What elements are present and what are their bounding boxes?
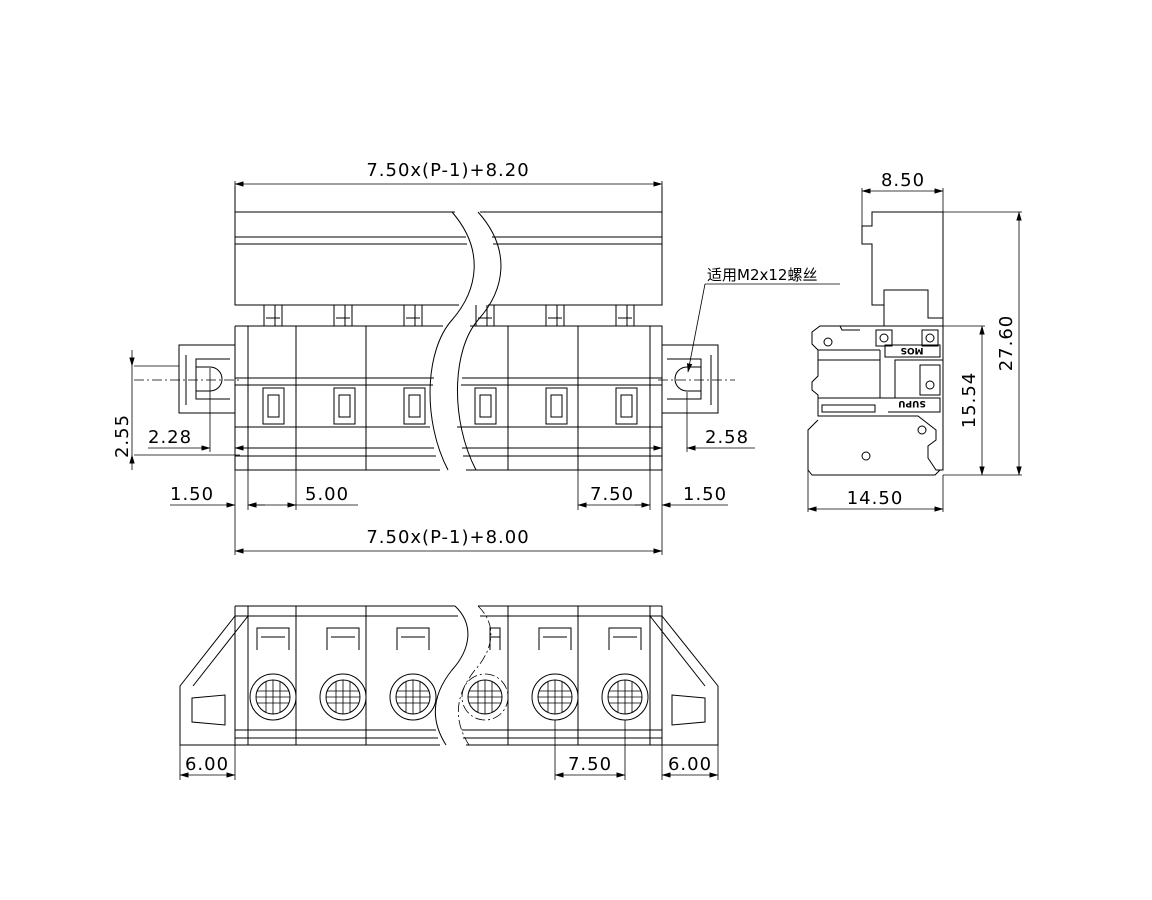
front-view: 7.50x(P-1)+8.20 2.55 2.28 2.58 bbox=[112, 160, 840, 555]
dim-overall-bottom: 7.50x(P-1)+8.00 bbox=[234, 527, 663, 554]
screw-note: 适用M2x12螺丝 bbox=[686, 266, 840, 373]
dim-side-bottom-width-label: 14.50 bbox=[847, 488, 904, 509]
dim-bottom-left-flange-label: 6.00 bbox=[185, 754, 229, 775]
dim-left-margin-label: 1.50 bbox=[170, 484, 214, 505]
side-mark-brand: SUPU bbox=[898, 398, 926, 408]
dim-flange-height: 2.55 bbox=[112, 350, 240, 470]
dim-side-top-width: 8.50 bbox=[861, 170, 944, 226]
dim-first-pitch-label: 5.00 bbox=[305, 484, 349, 505]
front-flange-left bbox=[134, 344, 240, 414]
side-body-outline bbox=[811, 325, 944, 471]
bottom-view: 6.00 7.50 6.00 bbox=[179, 605, 719, 780]
dim-right-margin-label: 1.50 bbox=[683, 484, 727, 505]
front-pins bbox=[263, 305, 635, 326]
side-view: MOS SUPU 8.50 27.60 15.54 14.50 bbox=[807, 170, 1022, 512]
break-line-right bbox=[457, 211, 502, 471]
dim-overall-top-label: 7.50x(P-1)+8.20 bbox=[366, 160, 529, 181]
dim-side-body-height: 15.54 bbox=[943, 325, 985, 476]
dim-side-bottom-width: 14.50 bbox=[807, 470, 944, 512]
dim-overall-top: 7.50x(P-1)+8.20 bbox=[234, 160, 663, 187]
screw-note-label: 适用M2x12螺丝 bbox=[707, 266, 817, 284]
side-plug-outline bbox=[861, 211, 944, 319]
dim-flange-height-label: 2.55 bbox=[112, 414, 133, 458]
dim-side-total-height-label: 27.60 bbox=[996, 315, 1017, 372]
dim-left-hole-label: 2.28 bbox=[148, 427, 192, 448]
dim-right-hole: 2.58 bbox=[645, 392, 755, 452]
dim-side-top-width-label: 8.50 bbox=[881, 170, 925, 191]
dim-bottom-row: 6.00 7.50 6.00 bbox=[179, 720, 719, 780]
dim-side-total-height: 27.60 bbox=[943, 211, 1022, 476]
dim-overall-bottom-label: 7.50x(P-1)+8.00 bbox=[366, 527, 529, 548]
front-windows bbox=[262, 387, 638, 425]
dim-left-hole: 2.28 bbox=[148, 392, 250, 452]
front-plug-top bbox=[234, 186, 663, 306]
dim-bottom-right-flange-label: 6.00 bbox=[668, 754, 712, 775]
dim-bottom-pitch-label: 7.50 bbox=[568, 754, 612, 775]
dim-pitch-row: 1.50 5.00 7.50 1.50 bbox=[170, 470, 728, 555]
side-mark-code: MOS bbox=[900, 345, 923, 355]
dim-side-body-height-label: 15.54 bbox=[959, 372, 980, 429]
front-flange-right bbox=[658, 344, 735, 414]
break-line-left bbox=[429, 211, 475, 471]
dim-pitch-label: 7.50 bbox=[590, 484, 634, 505]
front-body bbox=[234, 325, 663, 471]
bottom-screws bbox=[249, 673, 649, 721]
bottom-screw-tabs bbox=[256, 627, 642, 650]
dim-right-hole-label: 2.58 bbox=[705, 427, 749, 448]
